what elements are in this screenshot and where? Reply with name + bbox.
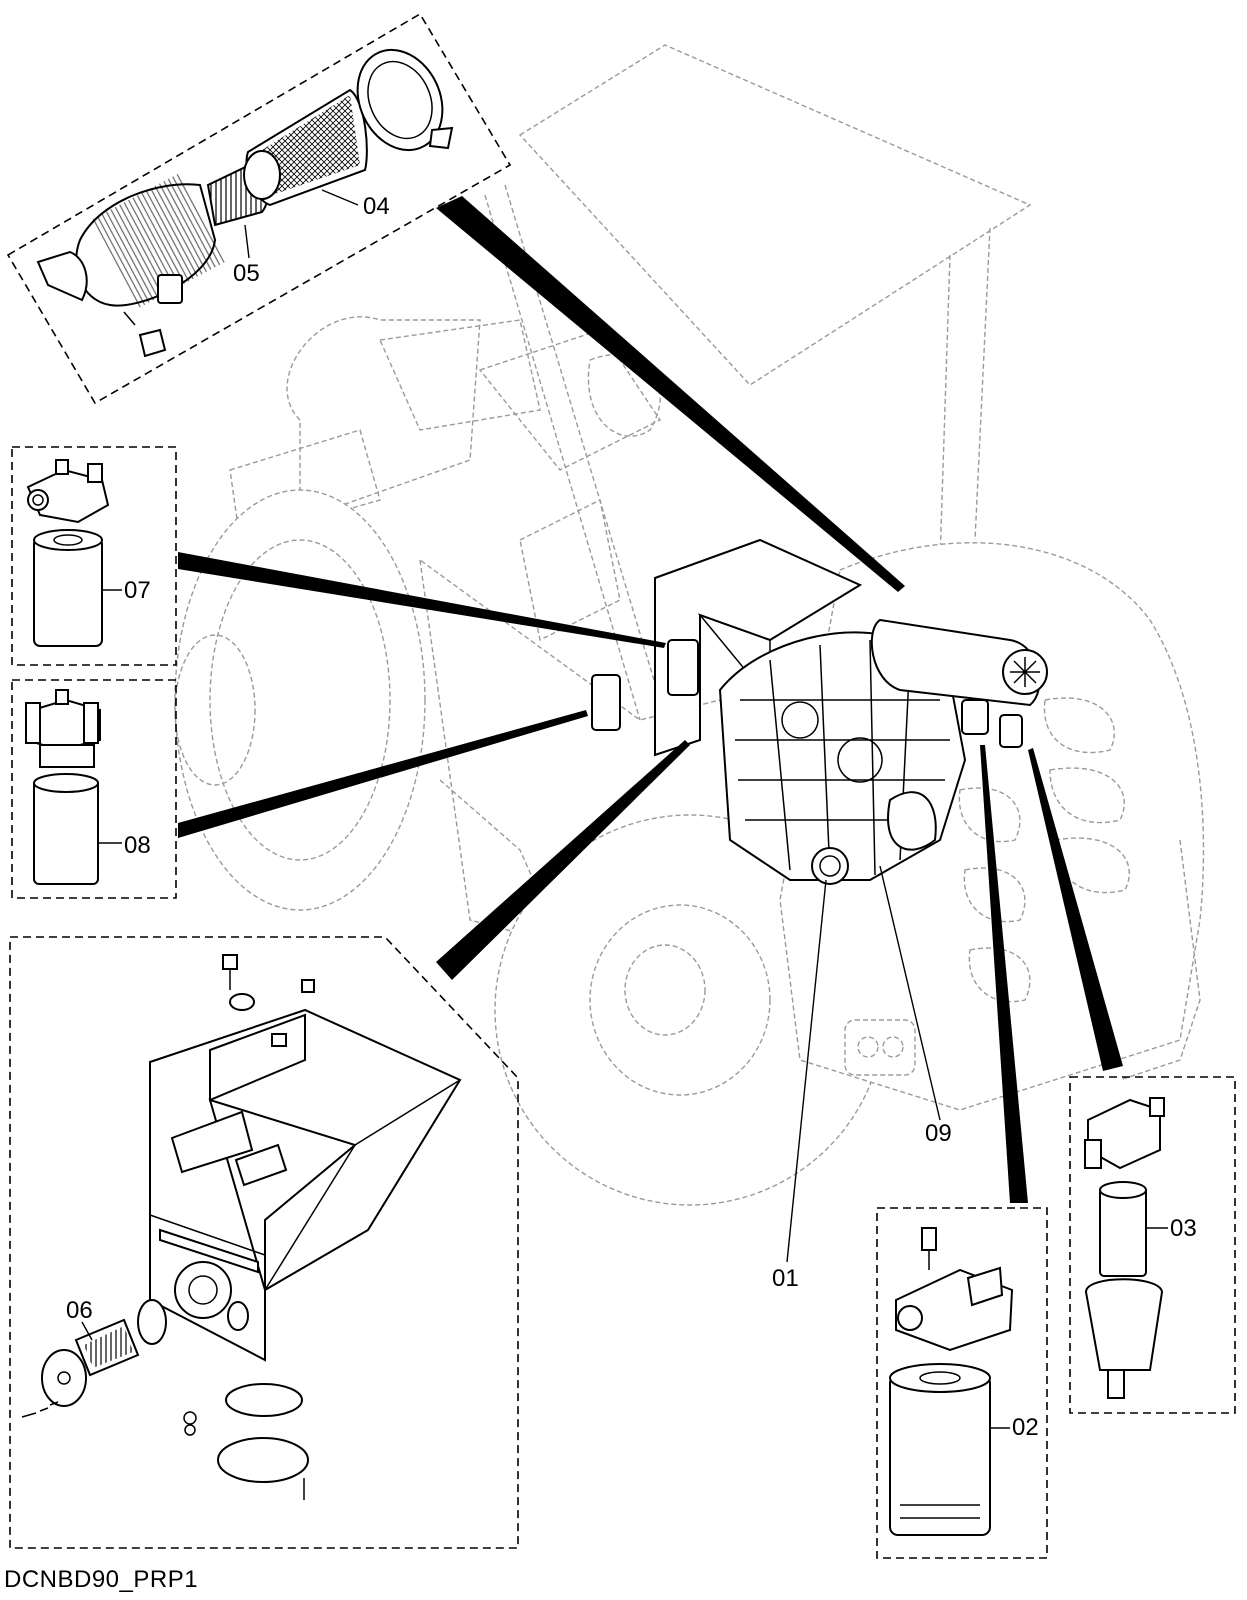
detail-box-hydraulic-tank: 06 bbox=[9, 936, 519, 1549]
engine-oil-filter bbox=[811, 847, 849, 885]
filter-07 bbox=[33, 537, 103, 647]
callout-09: 09 bbox=[925, 1120, 952, 1147]
callout-leaders bbox=[786, 865, 941, 1263]
drawing-id: DCNBD90_PRP1 bbox=[4, 1566, 199, 1593]
detail-box-fuel-filter-02: 02 bbox=[876, 1207, 1048, 1559]
callout-07: 07 bbox=[124, 577, 151, 604]
callout-06: 06 bbox=[66, 1297, 93, 1324]
callout-05: 05 bbox=[233, 260, 260, 287]
engine-assembly bbox=[591, 538, 1048, 885]
fuel-filter-02 bbox=[889, 1374, 991, 1536]
callout-04: 04 bbox=[363, 193, 390, 220]
detail-box-air-cleaner: 04 05 bbox=[6, 12, 512, 405]
detail-box-filter-07: 07 bbox=[11, 446, 177, 666]
filter-08-on-machine bbox=[591, 674, 621, 731]
filter-element-03 bbox=[1099, 1187, 1147, 1277]
callout-01: 01 bbox=[772, 1265, 799, 1292]
callout-02: 02 bbox=[1012, 1414, 1039, 1441]
filter-07-on-machine bbox=[667, 639, 699, 696]
tank-cover-plate bbox=[217, 1437, 309, 1483]
detail-box-filter-08: 08 bbox=[11, 679, 177, 899]
air-cleaner-cover bbox=[356, 48, 444, 152]
leader-wedges bbox=[178, 196, 1123, 1203]
callout-08: 08 bbox=[124, 832, 151, 859]
fuel-filter-02-on-machine bbox=[961, 699, 989, 735]
callout-03: 03 bbox=[1170, 1215, 1197, 1242]
detail-box-fuel-filter-03: 03 bbox=[1069, 1076, 1236, 1414]
filter-08 bbox=[33, 779, 99, 885]
fuel-filter-03-on-machine bbox=[999, 714, 1023, 748]
cab-roof bbox=[518, 44, 1032, 386]
wheel-rear-left bbox=[174, 489, 426, 911]
